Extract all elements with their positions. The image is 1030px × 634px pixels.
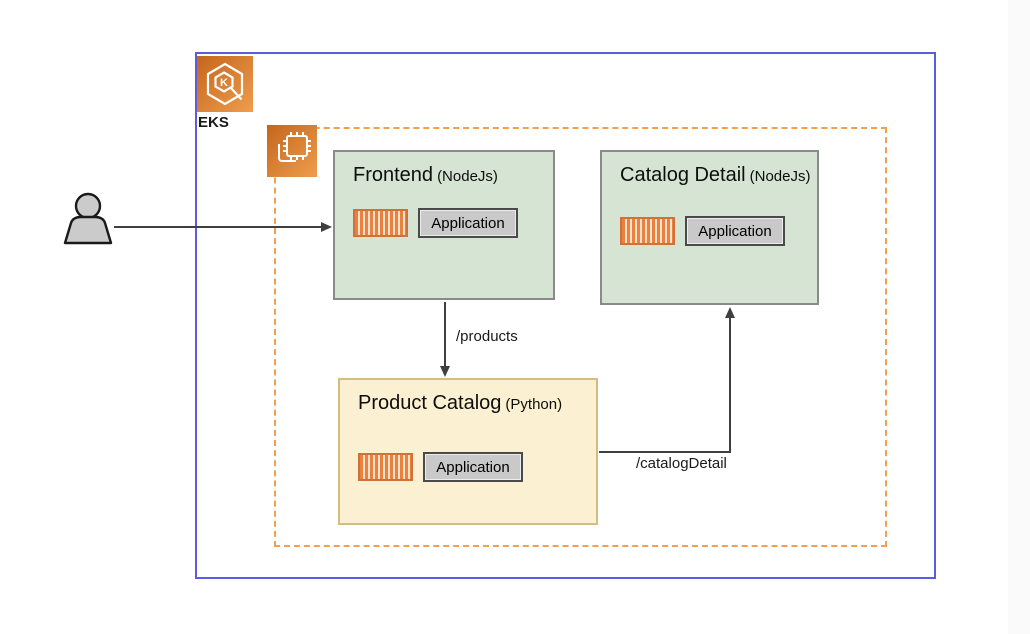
- application-badge: Application: [685, 216, 785, 246]
- person-icon: [63, 192, 113, 245]
- container-icon: [353, 209, 408, 237]
- node-catalog-detail: Catalog Detail(NodeJs) Application: [600, 150, 819, 305]
- application-badge: Application: [423, 452, 523, 482]
- node-catalog-detail-content: Application: [620, 216, 785, 246]
- eks-hexagon-k-glyph: K: [206, 62, 244, 106]
- node-frontend: Frontend(NodeJs) Application: [333, 150, 555, 300]
- node-catalog-detail-runtime: (NodeJs): [749, 168, 811, 185]
- eks-icon: K: [197, 56, 253, 112]
- node-product-catalog-name: Product Catalog: [358, 392, 502, 414]
- edge-label-catalog-detail: /catalogDetail: [636, 455, 727, 472]
- user-actor: [58, 192, 116, 246]
- node-catalog-detail-title: Catalog Detail(NodeJs): [620, 164, 810, 187]
- node-product-catalog: Product Catalog(Python) Application: [338, 378, 598, 525]
- node-product-catalog-content: Application: [358, 452, 523, 482]
- node-frontend-title: Frontend(NodeJs): [353, 164, 498, 187]
- node-product-catalog-runtime: (Python): [505, 396, 563, 413]
- application-badge: Application: [418, 208, 518, 238]
- pods-group-boundary: [274, 127, 887, 547]
- node-frontend-runtime: (NodeJs): [437, 168, 498, 185]
- page-right-gutter: [1008, 0, 1030, 634]
- eks-cluster-label: EKS: [198, 114, 229, 131]
- node-product-catalog-title: Product Catalog(Python): [358, 392, 562, 415]
- chip-glyph: [278, 132, 311, 162]
- node-frontend-content: Application: [353, 208, 518, 238]
- container-icon: [358, 453, 413, 481]
- edge-label-products: /products: [456, 328, 518, 345]
- eks-cluster-boundary: [195, 52, 936, 579]
- pods-chip-icon: [267, 125, 317, 177]
- node-frontend-name: Frontend: [353, 164, 434, 186]
- svg-text:K: K: [220, 77, 228, 89]
- container-icon: [620, 217, 675, 245]
- node-catalog-detail-name: Catalog Detail: [620, 164, 746, 186]
